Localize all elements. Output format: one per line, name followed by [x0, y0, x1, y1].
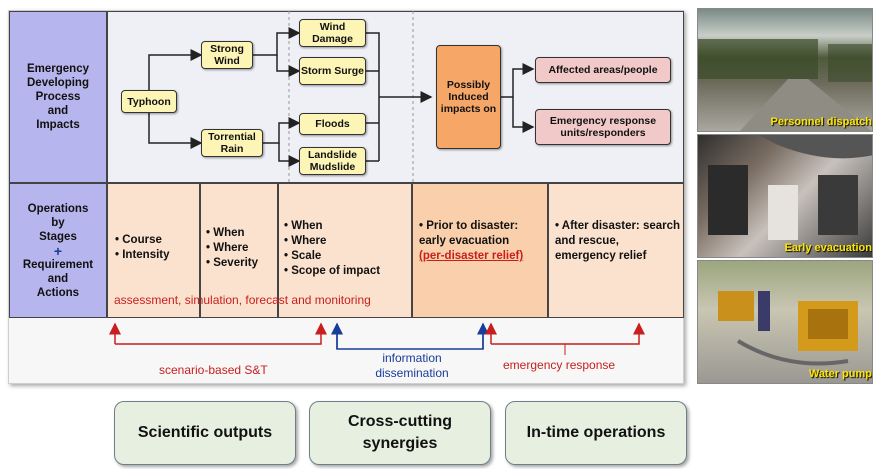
stage-cell-4: [412, 183, 548, 318]
responders-box: Emergency response units/responders: [535, 109, 671, 145]
stage-list-2: When Where Severity: [206, 226, 258, 271]
left-line: Emergency: [26, 63, 89, 75]
left-line: Stages: [39, 230, 77, 243]
list-item: Scale: [284, 249, 380, 264]
photo-caption: Water pump: [808, 368, 872, 380]
info-dissemination-label: information dissemination: [347, 351, 477, 381]
list-item: Where: [206, 241, 258, 256]
typhoon-box: Typhoon: [121, 90, 177, 113]
per-disaster-relief-text: (per-disaster relief): [419, 250, 524, 262]
stage-text-4: • Prior to disaster: early evacuation (p…: [419, 219, 545, 264]
stage-cell-5: [548, 183, 684, 318]
prior-disaster-text: Prior to disaster: early evacuation: [419, 220, 519, 247]
scenario-label: scenario-based S&T: [159, 363, 268, 377]
list-item: Severity: [206, 256, 258, 271]
diagram-panel: Emergency Developing Process and Impacts…: [8, 10, 684, 384]
photo-early-evacuation: Early evacuation: [697, 134, 873, 258]
left-line: and: [47, 105, 69, 117]
photo-water-pump: Water pump: [697, 260, 873, 384]
list-item: When: [284, 219, 380, 234]
left-line: Process: [35, 91, 81, 103]
left-line: and: [47, 272, 69, 285]
evacuation-graphic: [708, 135, 872, 240]
list-item: Intensity: [115, 248, 169, 263]
left-line: Actions: [36, 286, 80, 299]
left-line: Operations: [27, 202, 89, 215]
left-line: Requirement: [22, 258, 94, 271]
stage-text-5: • After disaster: search and rescue, eme…: [555, 220, 681, 262]
list-item: Course: [115, 233, 170, 248]
wind-damage-box: Wind Damage: [299, 19, 366, 47]
affected-box: Affected areas/people: [535, 57, 671, 83]
after-disaster-text: After disaster: search and rescue, emerg…: [555, 220, 681, 262]
assessment-label: assessment, simulation, forecast and mon…: [114, 293, 371, 307]
landslide-box: Landslide Mudslide: [299, 147, 366, 175]
floods-box: Floods: [299, 113, 366, 135]
connector-lines: [109, 11, 645, 355]
cross-cutting-synergies-button[interactable]: Cross-cutting synergies: [309, 401, 491, 465]
scientific-outputs-button[interactable]: Scientific outputs: [114, 401, 296, 465]
left-line: Developing: [27, 77, 89, 89]
list-item: Where: [284, 234, 380, 249]
left-line: by: [51, 216, 65, 229]
photo-personnel-dispatch: Personnel dispatch: [697, 8, 873, 132]
photo-caption: Early evacuation: [784, 242, 872, 254]
plus-sign: +: [53, 242, 63, 259]
strong-wind-box: Strong Wind: [201, 41, 253, 69]
torrential-rain-box: Torrential Rain: [201, 129, 263, 157]
in-time-operations-button[interactable]: In-time operations: [505, 401, 687, 465]
impacts-box: Possibly Induced impacts on: [436, 45, 501, 149]
info-line: dissemination: [375, 366, 449, 380]
list-item: When: [206, 226, 258, 241]
emergency-label: emergency response: [503, 358, 616, 372]
left-label-impacts: Emergency Developing Process and Impacts: [9, 11, 107, 183]
left-line: Impacts: [36, 119, 80, 131]
info-line: information: [382, 351, 442, 365]
stage-list-3: When Where Scale Scope of impact: [284, 219, 380, 279]
stage-list-1: Course Intensity: [115, 233, 170, 263]
left-label-operations: Operations by Stages + Requirement and A…: [9, 183, 107, 318]
photo-caption: Personnel dispatch: [770, 116, 872, 128]
storm-surge-box: Storm Surge: [299, 57, 366, 85]
soldiers-graphic: [698, 39, 872, 131]
pump-graphic: [718, 291, 858, 366]
list-item: Scope of impact: [284, 264, 380, 279]
